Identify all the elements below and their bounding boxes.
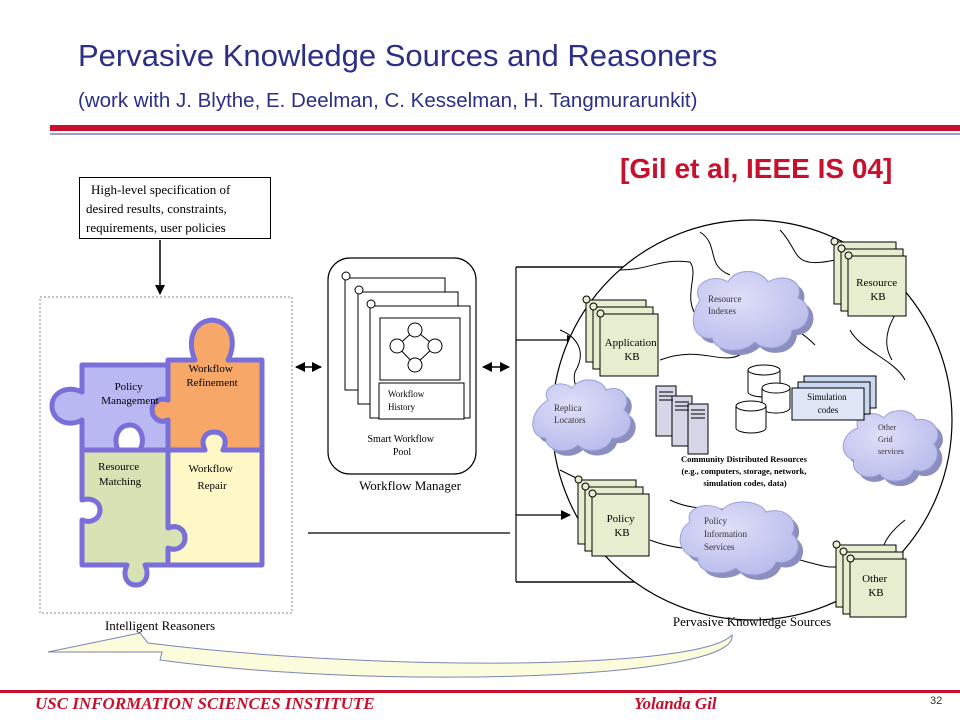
policy-management-label: Policy Management bbox=[101, 381, 158, 407]
footer-institute: USC INFORMATION SCIENCES INSTITUTE bbox=[35, 694, 375, 713]
application-kb-label: Application KB bbox=[605, 337, 660, 363]
intelligent-reasoners-label: Intelligent Reasoners bbox=[105, 618, 215, 633]
puzzle-resource-matching bbox=[79, 447, 188, 588]
spec-line-3: requirements, user policies bbox=[86, 220, 226, 235]
cloud-resource-indexes bbox=[692, 271, 814, 356]
cloud-other-grid-services bbox=[842, 410, 943, 487]
workflow-repair-label: Workflow Repair bbox=[188, 463, 235, 492]
title-rule-shadow bbox=[50, 133, 960, 135]
workflow-graph-icon bbox=[389, 322, 443, 373]
slide-title: Pervasive Knowledge Sources and Reasoner… bbox=[78, 38, 718, 73]
resource-matching-label: Resource Matching bbox=[98, 461, 142, 488]
other-grid-services-label: Other Grid services bbox=[878, 423, 904, 456]
application-kb-scroll bbox=[582, 295, 659, 377]
workflow-refinement-label: Workflow Refinement bbox=[186, 363, 237, 389]
page-number: 32 bbox=[930, 695, 943, 707]
simulation-codes-label: Simulation codes bbox=[807, 392, 849, 415]
resource-kb-scroll bbox=[830, 237, 907, 317]
workflow-history-box bbox=[378, 382, 465, 420]
other-kb-label: Other KB bbox=[862, 573, 890, 599]
resource-kb-label: Resource KB bbox=[856, 277, 900, 303]
policy-kb-label: Policy KB bbox=[607, 513, 638, 539]
resource-indexes-label: Resource Indexes bbox=[708, 294, 744, 316]
policy-kb-scroll bbox=[574, 475, 650, 557]
feedback-arc bbox=[47, 632, 733, 678]
title-rule bbox=[50, 125, 960, 131]
policy-information-services-label: Policy Information Services bbox=[704, 516, 749, 552]
slide-subtitle: (work with J. Blythe, E. Deelman, C. Kes… bbox=[78, 89, 698, 112]
cloud-policy-information-services bbox=[679, 501, 804, 580]
community-resources-label: Community Distributed Resources (e.g., c… bbox=[681, 454, 809, 488]
spec-line-1: High-level specification of bbox=[91, 182, 231, 197]
specification-box: High-level specification of desired resu… bbox=[79, 177, 271, 239]
workflow-history-label: Workflow History bbox=[388, 389, 427, 412]
puzzle-policy-management bbox=[49, 362, 171, 453]
database-icon bbox=[735, 364, 791, 434]
cloud-replica-locators bbox=[532, 379, 636, 456]
citation: [Gil et al, IEEE IS 04] bbox=[620, 153, 893, 184]
pervasive-sources-label: Pervasive Knowledge Sources bbox=[673, 614, 831, 629]
other-kb-scroll bbox=[832, 540, 907, 618]
simulation-codes-stack bbox=[791, 375, 877, 421]
footer-author: Yolanda Gil bbox=[634, 694, 717, 713]
spec-line-2: desired results, constraints, bbox=[86, 201, 227, 216]
footer-rule bbox=[0, 690, 960, 693]
reasoners-box bbox=[39, 296, 293, 614]
replica-locators-label: Replica Locators bbox=[554, 403, 586, 425]
server-rack-icon bbox=[655, 385, 709, 455]
smart-workflow-pool-label: Smart Workflow Pool bbox=[367, 434, 436, 458]
workflow-manager-label: Workflow Manager bbox=[359, 478, 462, 493]
